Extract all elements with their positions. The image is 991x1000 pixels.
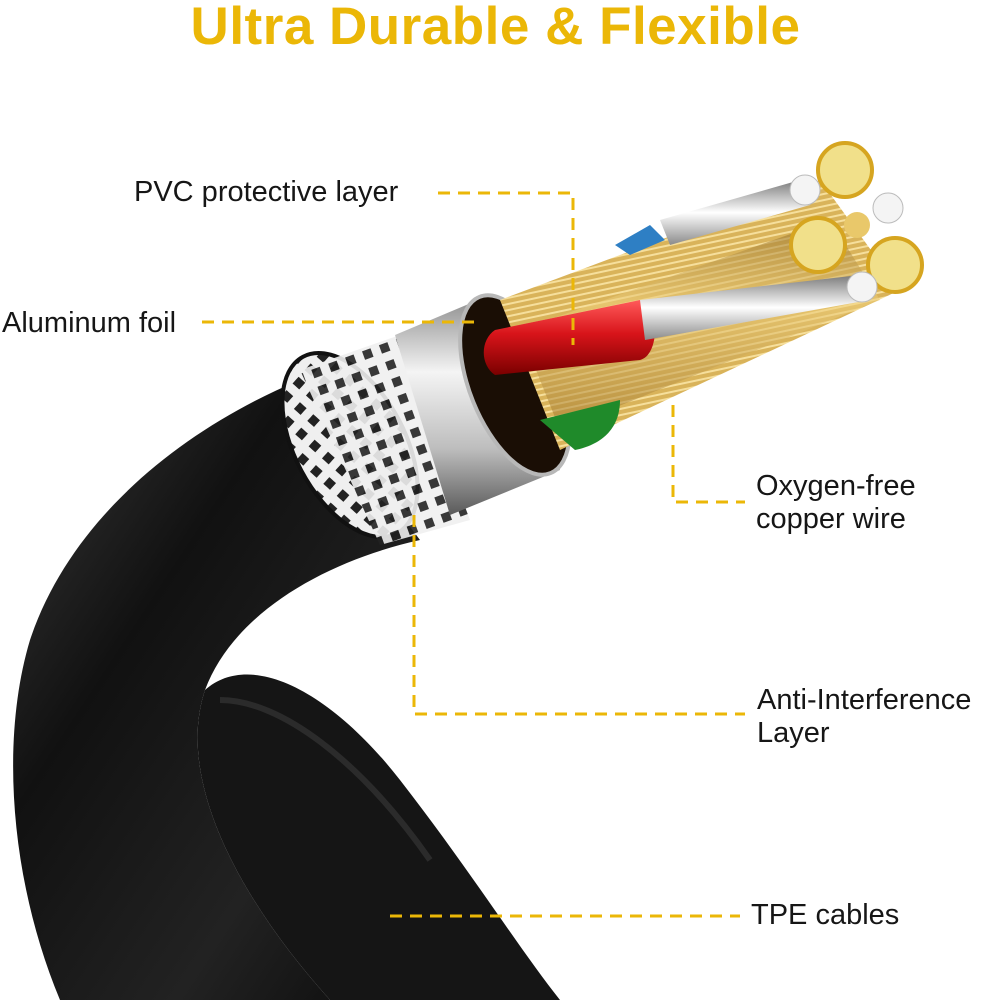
conductor-ends <box>789 141 924 303</box>
braided-shield <box>280 335 470 545</box>
label-copper-line2: copper wire <box>756 503 906 535</box>
callout-line-copper <box>671 405 745 504</box>
page-title: Ultra Durable & Flexible <box>190 0 801 56</box>
label-oxygen-free-copper: Oxygen-free copper wire <box>756 470 916 536</box>
label-aluminum-foil: Aluminum foil <box>2 307 177 339</box>
blue-core <box>615 225 665 255</box>
label-anti-interference: Anti-Interference Layer <box>757 684 971 750</box>
green-core <box>540 400 620 450</box>
label-anti-line1: Anti-Interference <box>757 684 972 716</box>
callout-line-anti <box>412 515 745 716</box>
tpe-jacket-lower <box>197 674 560 1000</box>
callout-line-pvc <box>438 191 575 345</box>
tpe-jacket <box>13 380 420 1000</box>
label-tpe-cables: TPE cables <box>751 899 900 931</box>
label-copper-line1: Oxygen-free <box>756 470 916 502</box>
label-anti-line2: Layer <box>757 717 830 749</box>
label-pvc-protective-layer: PVC protective layer <box>134 176 399 208</box>
red-core <box>483 300 655 375</box>
callout-lines <box>202 191 745 918</box>
